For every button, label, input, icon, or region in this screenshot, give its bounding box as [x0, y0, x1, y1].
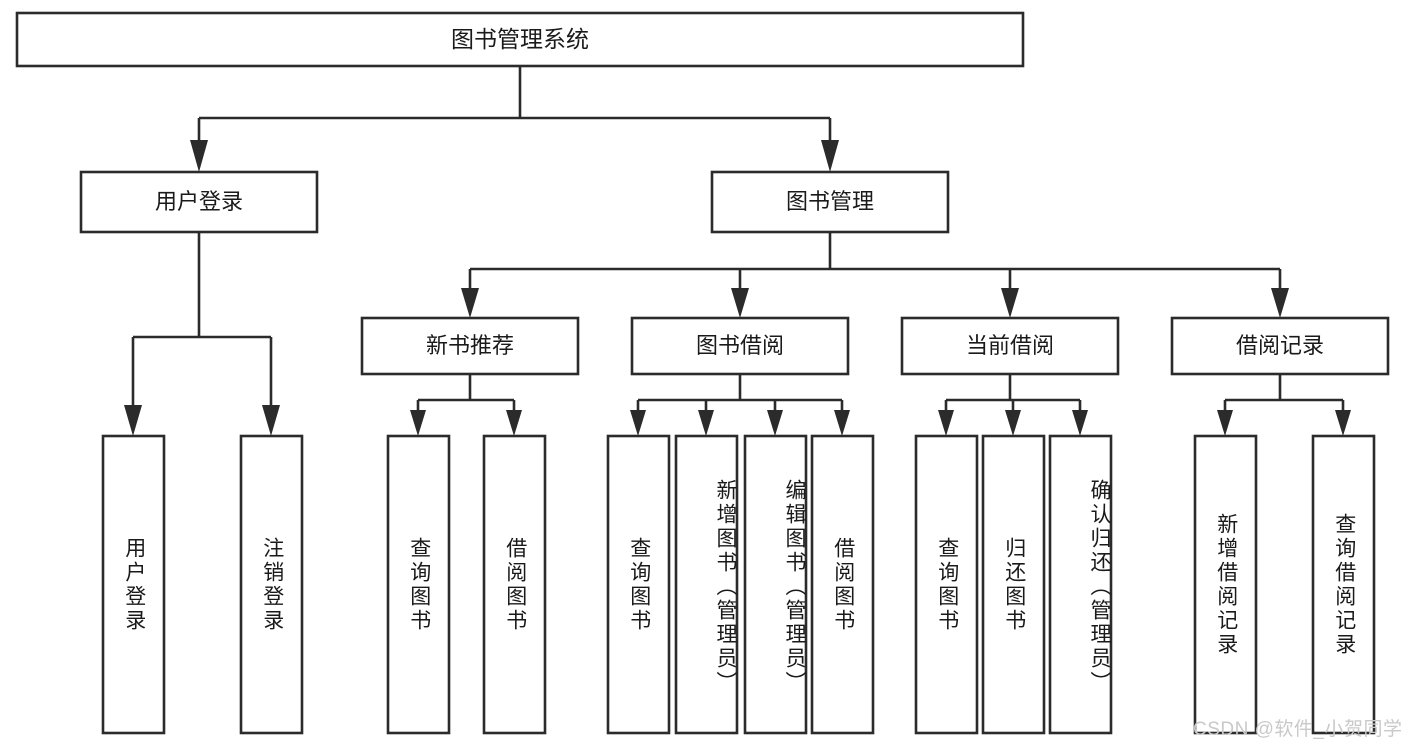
leaf-box-user-login-2[interactable]: [239, 434, 304, 735]
leaf-box-new-book-1[interactable]: [386, 434, 451, 735]
arrow-head-new-book: [461, 288, 479, 318]
arrow-head-leaf-borrowrecord-2: [1335, 410, 1351, 436]
node-root-label: 图书管理系统: [451, 26, 589, 52]
arrow-head-leaf-currentborrow-2: [1005, 410, 1021, 436]
arrow-head-leaf-user-2: [262, 405, 280, 436]
arrow-head-leaf-newbook-1: [410, 410, 426, 436]
node-book-borrow-box[interactable]: [630, 316, 850, 376]
leaf-box-book-borrow-2[interactable]: [674, 434, 739, 735]
arrow-head-leaf-borrowrecord-1: [1217, 410, 1233, 436]
leaf-box-borrow-record-2[interactable]: [1311, 434, 1376, 735]
leaf-box-book-borrow-4[interactable]: [810, 434, 875, 735]
node-new-book-recommend-label: 新书推荐: [426, 333, 514, 358]
leaf-box-current-borrow-2[interactable]: [981, 434, 1046, 735]
arrow-head-current-borrow: [1001, 288, 1019, 318]
arrow-head-leaf-bookborrow-4: [834, 410, 850, 436]
node-layer: 图书管理系统 用户登录 图书管理 新书推荐 图书借阅 当前借阅 借阅记录: [15, 11, 1390, 735]
node-borrow-record-label: 借阅记录: [1236, 333, 1324, 358]
node-book-manage-label: 图书管理: [786, 189, 874, 214]
leaf-box-book-borrow-3[interactable]: [743, 434, 808, 735]
node-user-login-label: 用户登录: [155, 189, 243, 214]
node-book-manage-box[interactable]: [710, 170, 950, 234]
node-borrow-record-box[interactable]: [1170, 316, 1390, 376]
arrow-head-borrow-record: [1271, 288, 1289, 318]
arrow-head-leaf-bookborrow-1: [630, 410, 646, 436]
leaf-box-user-login-1[interactable]: [101, 434, 166, 735]
arrow-head-leaf-bookborrow-2: [698, 410, 714, 436]
arrow-head-leaf-user-1: [124, 405, 142, 436]
arrow-head-leaf-newbook-2: [506, 410, 522, 436]
arrow-head-leaf-bookborrow-3: [767, 410, 783, 436]
node-user-login-box[interactable]: [79, 170, 319, 234]
leaf-box-current-borrow-3[interactable]: [1048, 434, 1113, 735]
leaf-box-borrow-record-1[interactable]: [1193, 434, 1258, 735]
node-current-borrow-label: 当前借阅: [966, 333, 1054, 358]
leaf-box-new-book-2[interactable]: [482, 434, 547, 735]
leaf-box-current-borrow-1[interactable]: [914, 434, 979, 735]
connector-layer: [124, 66, 1351, 436]
node-current-borrow-box[interactable]: [900, 316, 1120, 376]
node-book-borrow-label: 图书借阅: [696, 333, 784, 358]
arrow-head-book-borrow: [731, 288, 749, 318]
node-root-box[interactable]: [15, 11, 1025, 68]
node-new-book-recommend-box[interactable]: [360, 316, 580, 376]
arrow-head-user-login: [190, 140, 208, 172]
arrow-head-book-manage: [821, 140, 839, 172]
arrow-head-leaf-currentborrow-1: [938, 410, 954, 436]
leaf-box-book-borrow-1[interactable]: [606, 434, 671, 735]
csdn-watermark: CSDN @软件_小贺同学: [1193, 719, 1403, 740]
arrow-head-leaf-currentborrow-3: [1072, 410, 1088, 436]
